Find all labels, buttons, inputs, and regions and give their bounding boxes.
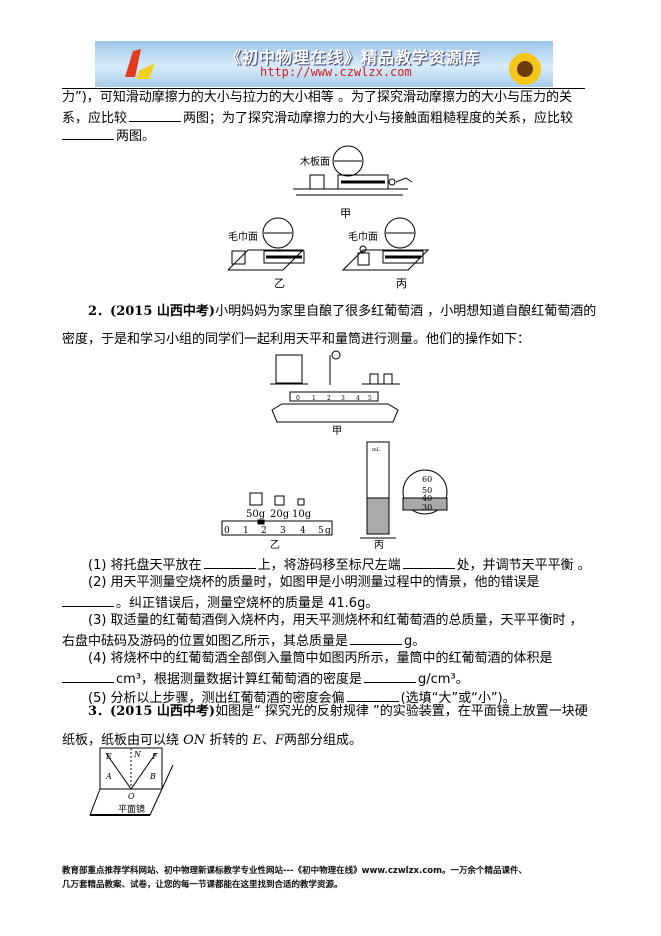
answer-blank[interactable] xyxy=(364,670,417,683)
svg-text:毛巾面: 毛巾面 xyxy=(228,230,258,243)
svg-text:木板面: 木板面 xyxy=(300,155,330,168)
footer-line1: 教育部重点推荐学科网站、初中物理新课标教学专业性网站---《初中物理在线》www… xyxy=(62,866,527,876)
svg-text:0: 0 xyxy=(296,395,300,402)
svg-text:2: 2 xyxy=(327,395,331,402)
svg-text:N: N xyxy=(133,750,142,759)
svg-text:50g: 50g xyxy=(246,509,266,520)
answer-blank[interactable] xyxy=(350,632,403,645)
svg-text:甲: 甲 xyxy=(332,426,342,437)
q2-step4: (4) 将烧杯中的红葡萄酒全部倒入量筒中如图丙所示，量筒中的红葡萄酒的体积是 xyxy=(88,651,553,666)
answer-blank[interactable] xyxy=(402,556,455,569)
logo-icon xyxy=(125,49,155,79)
q2-step1: (1) 将托盘天平放在上，将游码移至标尺左端处，并调节天平平衡 。 xyxy=(88,556,591,573)
q2-step5: (5) 分析以上步骤，测出红葡萄酒的密度会偏(选填“大”或“小”)。 xyxy=(88,689,516,706)
header-rule xyxy=(62,88,585,89)
banner-url: http://www.czwlzx.com xyxy=(260,65,412,79)
svg-text:毛巾面: 毛巾面 xyxy=(348,230,378,243)
footer-line2: 几万套精品教案、试卷，让您的每一节课都能在这里找到合适的教学资源。 xyxy=(62,880,343,890)
q2-step2: (2) 用天平测量空烧杯的质量时，如图甲是小明测量过程中的情景，他的错误是 xyxy=(88,575,540,590)
svg-text:丙: 丙 xyxy=(396,277,407,290)
svg-text:A: A xyxy=(105,772,112,781)
answer-blank[interactable] xyxy=(129,109,182,122)
svg-text:3: 3 xyxy=(280,526,286,536)
svg-text:5: 5 xyxy=(368,395,372,402)
svg-text:mL: mL xyxy=(372,447,381,453)
svg-text:30: 30 xyxy=(422,503,432,512)
svg-text:平面镜: 平面镜 xyxy=(118,803,145,815)
svg-text:50: 50 xyxy=(422,486,432,495)
answer-blank[interactable] xyxy=(203,556,256,569)
q2-step3: (3) 取适量的红葡萄酒倒入烧杯内，用天平测烧杯和红葡萄酒的总质量，天平平衡时 … xyxy=(88,613,583,628)
q3-line2: 纸板，纸板由可以绕 ON 折转的 E、F两部分组成。 xyxy=(62,733,363,748)
svg-text:F: F xyxy=(151,752,158,761)
svg-text:4: 4 xyxy=(356,395,360,402)
answer-blank[interactable] xyxy=(346,689,399,702)
q1-line3: 两图。 xyxy=(62,127,155,145)
answer-blank[interactable] xyxy=(62,670,114,683)
banner-title: 《初中物理在线》精品教学资源库 xyxy=(225,48,481,67)
svg-text:2: 2 xyxy=(261,526,267,536)
answer-blank[interactable] xyxy=(62,127,114,140)
svg-text:1: 1 xyxy=(312,395,316,402)
q1-line2: 系，应比较两图；为了探究滑动摩擦力的大小与接触面粗糙程度的关系，应比较 xyxy=(62,109,574,126)
svg-text:丙: 丙 xyxy=(374,540,384,550)
svg-text:5: 5 xyxy=(318,526,324,536)
sunflower-icon xyxy=(509,53,541,85)
header-banner: 《初中物理在线》精品教学资源库 http://www.czwlzx.com xyxy=(95,41,553,87)
svg-text:O: O xyxy=(128,792,135,801)
answer-blank[interactable] xyxy=(62,594,114,607)
svg-text:乙: 乙 xyxy=(270,539,280,550)
svg-text:60: 60 xyxy=(422,475,432,484)
svg-text:4: 4 xyxy=(300,526,306,536)
svg-text:E: E xyxy=(105,752,112,761)
svg-text:10g: 10g xyxy=(292,509,312,520)
svg-text:B: B xyxy=(149,772,156,781)
svg-text:0: 0 xyxy=(224,526,230,536)
q2-step2b: 。纠正错误后，测量空烧杯的质量是 41.6g。 xyxy=(62,594,378,612)
q1-line1: 力”)，可知滑动摩擦力的大小与拉力的大小相等 。为了探究滑动摩擦力的大小与压力的… xyxy=(62,90,572,105)
svg-text:甲: 甲 xyxy=(340,207,351,220)
q2-line2: 密度，于是和学习小组的同学们一起利用天平和量筒进行测量。他们的操作如下： xyxy=(62,332,531,347)
svg-text:1: 1 xyxy=(243,526,249,536)
svg-text:20g: 20g xyxy=(270,509,290,520)
friction-figure: 木板面 甲 毛巾面 乙 毛巾面 丙 xyxy=(228,145,430,290)
svg-text:g: g xyxy=(325,526,331,536)
svg-text:乙: 乙 xyxy=(274,277,285,290)
svg-text:3: 3 xyxy=(341,395,345,402)
q2-line1: 2．(2015 山西中考)小明妈妈为家里自酿了很多红葡萄酒 ，小明想知道自酿红葡… xyxy=(88,304,597,319)
q3-line1: 3．(2015 山西中考)如图是“ 探究光的反射规律 ”的实验装置，在平面镜上放… xyxy=(88,704,588,719)
svg-text:40: 40 xyxy=(422,494,432,503)
